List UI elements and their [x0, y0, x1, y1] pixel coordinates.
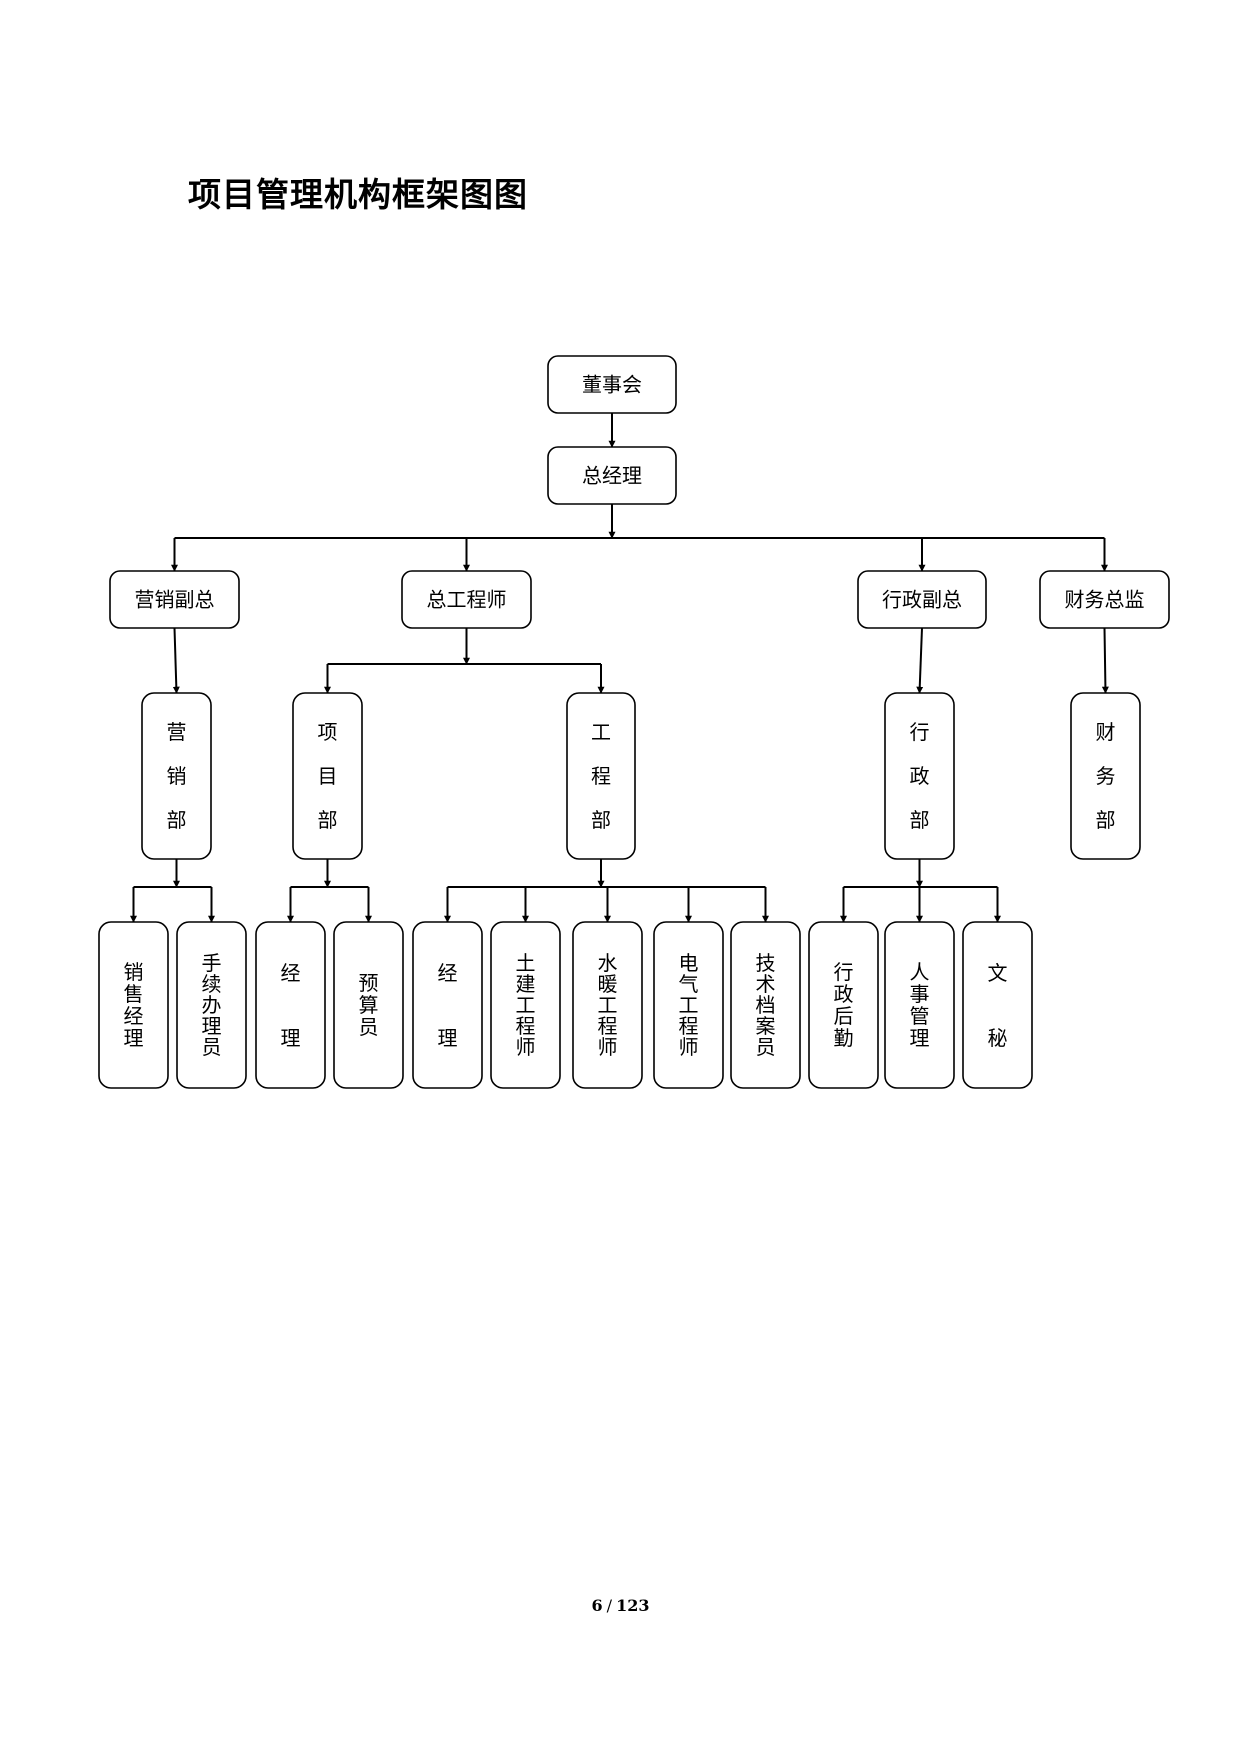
- node-finance_director-box: [1039, 570, 1170, 629]
- role-node-8-box: [653, 921, 724, 1089]
- role-node-6-label: 土建工程师: [516, 951, 536, 1059]
- board-node: 董事会: [547, 355, 677, 414]
- page-total: 123: [616, 1596, 650, 1615]
- role-node-3-label: 经理: [281, 961, 301, 1050]
- role-node-4-box: [333, 921, 404, 1089]
- general-manager-node: 总经理: [547, 446, 677, 505]
- role-node-5: 经理: [412, 921, 483, 1089]
- role-node-4: 预算员: [333, 921, 404, 1089]
- node-project_dept-label: 项目部: [318, 720, 338, 832]
- role-node-11-box: [884, 921, 955, 1089]
- node-chief_engineer-label: 总工程师: [427, 588, 507, 612]
- role-node-3-box: [255, 921, 326, 1089]
- page-number: 6: [591, 1596, 603, 1615]
- role-node-10: 行政后勤: [808, 921, 879, 1089]
- role-node-7-box: [572, 921, 643, 1089]
- node-project_dept: 项目部: [292, 692, 363, 860]
- role-node-2: 手续办理员: [176, 921, 247, 1089]
- node-sales_vp-box: [109, 570, 240, 629]
- node-sales_dept-box: [141, 692, 212, 860]
- role-node-3: 经理: [255, 921, 326, 1089]
- role-node-10-label: 行政后勤: [834, 960, 854, 1050]
- page-footer: 6/123: [0, 1596, 1241, 1615]
- role-node-1-box: [98, 921, 169, 1089]
- node-finance_director: 财务总监: [1039, 570, 1170, 629]
- node-admin_vp-label: 行政副总: [882, 588, 962, 612]
- node-finance_dept: 财务部: [1070, 692, 1141, 860]
- sales_vp-to-dept-arrow: [172, 627, 180, 694]
- board-node-box: [547, 355, 677, 414]
- node-chief_engineer-box: [401, 570, 532, 629]
- node-finance_director-label: 财务总监: [1065, 588, 1145, 612]
- role-node-7-label: 水暖工程师: [598, 951, 618, 1059]
- node-engineering_dept-box: [566, 692, 636, 860]
- role-node-9-label: 技术档案员: [756, 951, 776, 1059]
- role-node-4-label: 预算员: [359, 971, 379, 1039]
- node-engineering_dept: 工程部: [566, 692, 636, 860]
- role-node-6-box: [490, 921, 561, 1089]
- role-node-5-box: [412, 921, 483, 1089]
- node-sales_dept: 营销部: [141, 692, 212, 860]
- admin_vp-to-dept-arrow: [916, 627, 924, 694]
- role-node-8-label: 电气工程师: [679, 951, 699, 1059]
- role-node-2-label: 手续办理员: [202, 951, 222, 1059]
- role-node-12: 文秘: [962, 921, 1033, 1089]
- role-node-8: 电气工程师: [653, 921, 724, 1089]
- board-node-label: 董事会: [582, 373, 642, 397]
- node-chief_engineer: 总工程师: [401, 570, 532, 629]
- finance_director-to-dept-arrow: [1101, 627, 1109, 694]
- role-node-6: 土建工程师: [490, 921, 561, 1089]
- node-engineering_dept-label: 工程部: [591, 720, 611, 832]
- node-finance_dept-box: [1070, 692, 1141, 860]
- role-node-1: 销售经理: [98, 921, 169, 1089]
- node-admin_dept-box: [884, 692, 955, 860]
- node-admin_vp-box: [857, 570, 987, 629]
- role-node-7: 水暖工程师: [572, 921, 643, 1089]
- node-admin_dept: 行政部: [884, 692, 955, 860]
- node-admin_dept-label: 行政部: [910, 720, 930, 832]
- connector-lines: [130, 413, 1109, 923]
- node-admin_vp: 行政副总: [857, 570, 987, 629]
- general-manager-node-label: 总经理: [582, 464, 642, 488]
- role-node-1-label: 销售经理: [124, 960, 144, 1050]
- page-title: 项目管理机构框架图图: [188, 175, 528, 214]
- node-finance_dept-label: 财务部: [1096, 720, 1116, 832]
- node-project_dept-box: [292, 692, 363, 860]
- node-sales_vp: 营销副总: [109, 570, 240, 629]
- role-node-11-label: 人事管理: [910, 960, 930, 1050]
- role-node-11: 人事管理: [884, 921, 955, 1089]
- role-node-9: 技术档案员: [730, 921, 801, 1089]
- role-node-5-label: 经理: [438, 961, 458, 1050]
- page-separator: /: [606, 1596, 613, 1615]
- role-node-2-box: [176, 921, 247, 1089]
- role-node-12-box: [962, 921, 1033, 1089]
- general-manager-node-box: [547, 446, 677, 505]
- node-sales_vp-label: 营销副总: [135, 588, 215, 612]
- role-node-12-label: 文秘: [988, 961, 1008, 1050]
- role-node-9-box: [730, 921, 801, 1089]
- role-node-10-box: [808, 921, 879, 1089]
- node-sales_dept-label: 营销部: [167, 720, 187, 832]
